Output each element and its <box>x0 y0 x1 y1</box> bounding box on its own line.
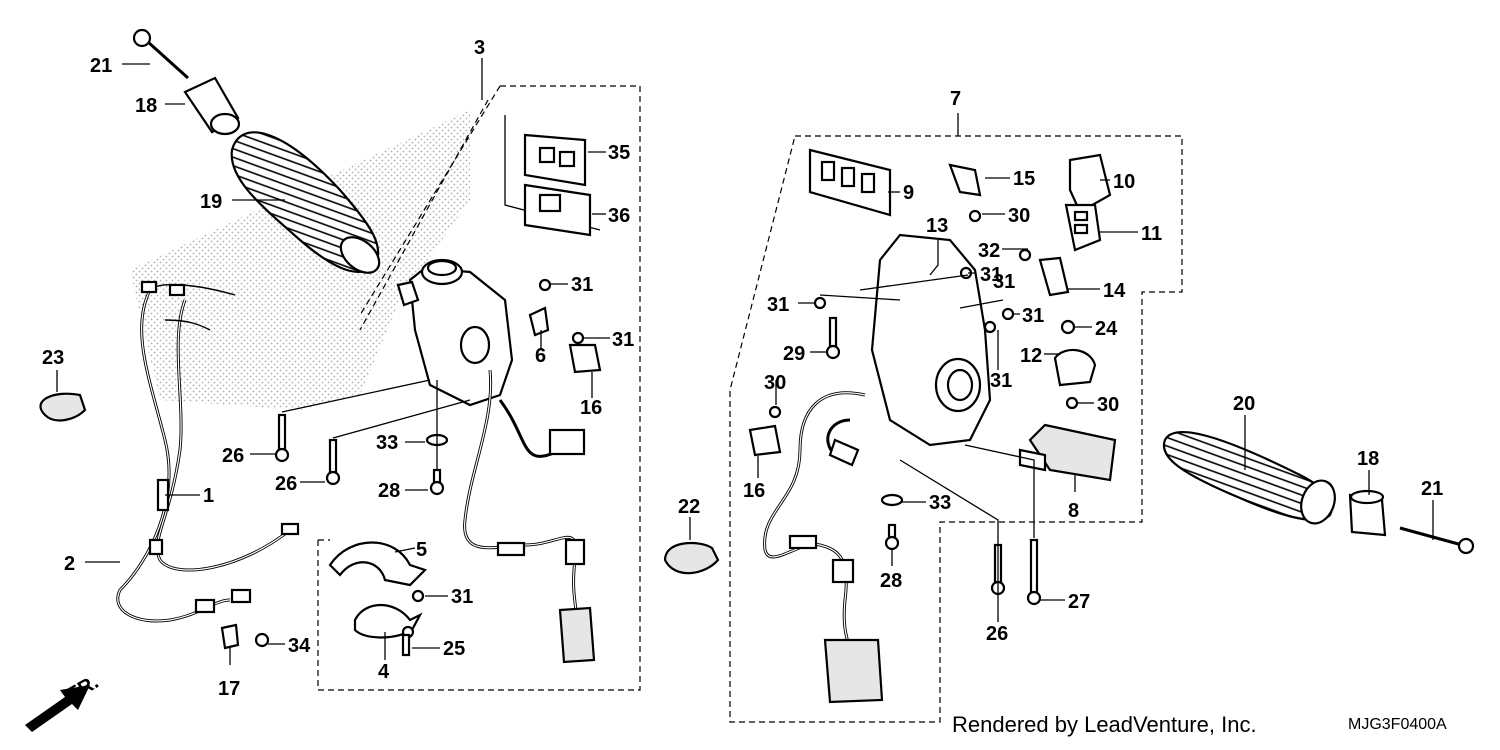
callout: 28 <box>378 480 400 502</box>
clip-15 <box>948 163 982 197</box>
callout: 33 <box>376 432 398 454</box>
callout: 31 <box>571 274 593 296</box>
callout: 32 <box>978 240 1000 262</box>
callout: 25 <box>443 638 465 660</box>
grip-20 <box>1162 431 1336 525</box>
callout: 13 <box>926 215 948 237</box>
callout: 3 <box>474 37 485 59</box>
callout: 14 <box>1103 280 1126 302</box>
callout: 35 <box>608 142 630 164</box>
callout: 19 <box>200 191 222 213</box>
callout-labels: 21 18 19 3 23 1 2 17 34 26 26 33 28 31 6… <box>42 37 1443 700</box>
callout: 18 <box>135 95 157 117</box>
callout: 30 <box>1097 394 1119 416</box>
callout: 31 <box>1022 305 1044 327</box>
callout: 31 <box>990 370 1012 392</box>
callout: 36 <box>608 205 630 227</box>
bracket-10 <box>1068 153 1112 214</box>
callout: 29 <box>783 343 805 365</box>
throttle-cables <box>116 280 300 623</box>
wire-harness-left <box>463 369 596 664</box>
callout: 21 <box>1421 478 1443 500</box>
callout: 30 <box>764 372 786 394</box>
callout: 30 <box>1008 205 1030 227</box>
callout: 28 <box>880 570 902 592</box>
footer-credit: Rendered by LeadVenture, Inc. <box>952 712 1257 737</box>
callout: 31 <box>980 264 1002 286</box>
callout: 20 <box>1233 393 1255 415</box>
callout: 24 <box>1095 318 1118 340</box>
bolt-21-left <box>132 28 190 80</box>
callout: 26 <box>222 445 244 467</box>
right-switch-housing <box>870 233 992 447</box>
clip-22 <box>663 542 720 575</box>
callout: 31 <box>451 586 473 608</box>
enclosure-right <box>729 135 1183 723</box>
bolt-21-right <box>1399 526 1475 555</box>
bar-end-weight-18-right <box>1348 489 1387 537</box>
leaders-right <box>689 177 1434 622</box>
throttle-grip-19 <box>230 131 381 274</box>
callout: 12 <box>1020 345 1042 367</box>
bar-end-weight-18-left <box>183 76 241 136</box>
clip-14 <box>1038 256 1070 297</box>
callout: 26 <box>275 473 297 495</box>
callout: 6 <box>535 345 546 367</box>
clip-23 <box>39 392 87 422</box>
clamp-17 <box>220 623 270 650</box>
callout: 8 <box>1068 500 1079 522</box>
callout: 21 <box>90 55 112 77</box>
callout: 26 <box>986 623 1008 645</box>
wire-harness-right <box>763 391 884 704</box>
callout: 10 <box>1113 171 1135 193</box>
shading-left <box>130 110 470 410</box>
screws-left <box>274 413 449 496</box>
callout: 2 <box>64 553 75 575</box>
drawing-code: MJG3F0400A <box>1348 716 1447 733</box>
switch-plates-35-36 <box>504 115 601 237</box>
callout: 16 <box>580 397 602 419</box>
callout: 4 <box>378 661 390 683</box>
switch-plate-9 <box>808 148 892 217</box>
guide-16-left <box>568 343 602 374</box>
guide-12 <box>1053 348 1097 387</box>
callout: 11 <box>1141 223 1162 245</box>
callout: 33 <box>929 492 951 514</box>
callout: 15 <box>1013 168 1035 190</box>
callout: 18 <box>1357 448 1379 470</box>
callout: 31 <box>767 294 789 316</box>
leaders-left <box>56 58 610 665</box>
enclosure-left <box>317 85 641 691</box>
clamp-5 <box>328 541 428 587</box>
callout: 16 <box>743 480 765 502</box>
clip-6 <box>528 306 550 337</box>
left-switch-housing <box>396 258 514 407</box>
callout: 17 <box>218 678 240 700</box>
callout: 7 <box>950 88 961 110</box>
callout: 9 <box>903 182 914 204</box>
callout: 27 <box>1068 591 1090 613</box>
guide-16-right <box>748 424 782 457</box>
callout: 31 <box>612 329 634 351</box>
callout: 31 <box>993 271 1015 293</box>
callout: 1 <box>203 485 214 507</box>
callout: 22 <box>678 496 700 518</box>
callout: 23 <box>42 347 64 369</box>
callout: 5 <box>416 539 427 561</box>
callout: 34 <box>288 635 311 657</box>
front-direction-arrow: FR. <box>25 671 102 732</box>
